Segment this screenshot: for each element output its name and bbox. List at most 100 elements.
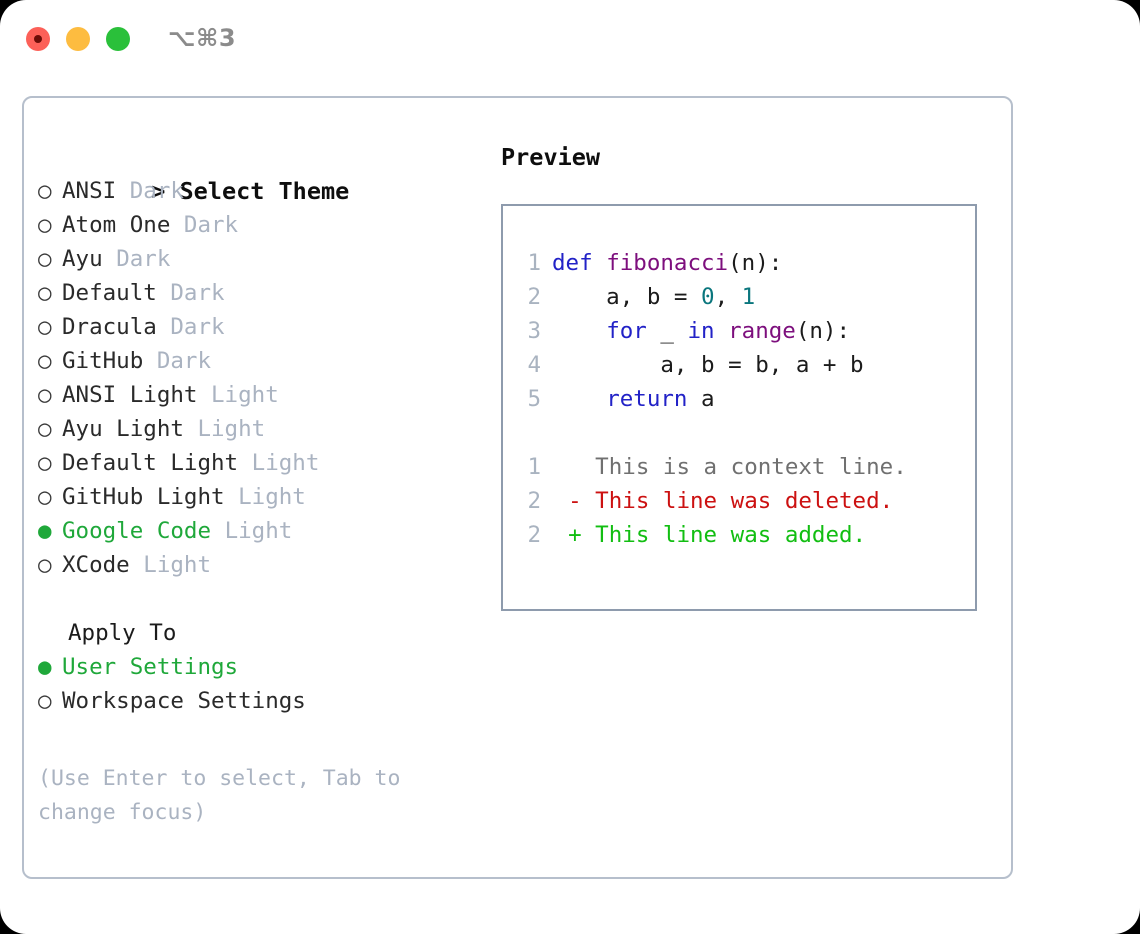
code-token: (n): xyxy=(728,250,783,276)
radio-unselected-icon[interactable]: ○ xyxy=(38,280,52,306)
page-title: Select Theme xyxy=(179,177,350,205)
minimize-window-button[interactable] xyxy=(66,27,90,51)
theme-list-item[interactable]: ○GitHub Light Light xyxy=(38,480,488,514)
space xyxy=(103,246,117,272)
line-number: 1 xyxy=(527,454,541,480)
space xyxy=(143,348,157,374)
radio-unselected-icon[interactable]: ○ xyxy=(38,416,52,442)
code-line: 2 a, b = 0, 1 xyxy=(517,280,967,314)
theme-list-item[interactable]: ○ XCode Light xyxy=(38,548,488,582)
code-token: (n): xyxy=(795,318,851,344)
theme-list-item[interactable]: ○Atom One Dark xyxy=(38,208,488,242)
theme-variant: Light xyxy=(251,450,320,476)
theme-variant: Dark xyxy=(116,246,171,272)
maximize-window-button[interactable] xyxy=(106,27,130,51)
theme-variant: Light xyxy=(224,518,293,544)
code-token: a, b = b, a + b xyxy=(552,352,864,378)
apply-to-label: Apply To xyxy=(68,620,177,646)
diff-line: 2 + This line was added. xyxy=(517,518,967,552)
theme-picker-header: > Select Theme xyxy=(38,140,488,205)
apply-to-item[interactable]: ● User Settings xyxy=(38,650,488,684)
radio-unselected-icon[interactable]: ○ xyxy=(38,246,52,272)
theme-variant: Light xyxy=(211,382,279,408)
radio-unselected-icon[interactable]: ○ xyxy=(38,450,52,476)
window-title: ⌥⌘3 xyxy=(168,24,237,52)
radio-unselected-icon[interactable]: ○ xyxy=(38,212,52,238)
theme-name: Default Light xyxy=(62,450,239,476)
space xyxy=(184,416,198,442)
code-token: range xyxy=(728,318,796,344)
line-number: 5 xyxy=(527,386,541,412)
space xyxy=(225,484,239,510)
space xyxy=(211,518,225,544)
radio-unselected-icon[interactable]: ○ xyxy=(38,382,52,408)
diff-sample: 1 This is a context line.2 - This line w… xyxy=(517,450,967,552)
theme-name: ANSI Light xyxy=(62,382,198,408)
apply-to-option-label: User Settings xyxy=(62,654,239,680)
theme-variant: Light xyxy=(143,552,212,578)
list-spacer xyxy=(38,582,488,616)
theme-list-item[interactable]: ○ANSI Dark xyxy=(38,174,488,208)
apply-to-option-label: Workspace Settings xyxy=(62,688,306,714)
theme-name: Dracula xyxy=(62,314,157,340)
line-number: 3 xyxy=(527,318,541,344)
apply-to-item[interactable]: ○ Workspace Settings xyxy=(38,684,488,718)
diff-line-text: - This line was deleted. xyxy=(541,488,894,514)
diff-line-text: + This line was added. xyxy=(541,522,867,548)
diff-line: 2 - This line was deleted. xyxy=(517,484,967,518)
radio-selected-icon[interactable]: ● xyxy=(38,654,52,680)
theme-list-item[interactable]: ○ Default Light Light xyxy=(38,446,488,480)
code-line: 4 a, b = b, a + b xyxy=(517,348,967,382)
line-number: 2 xyxy=(527,488,541,514)
radio-unselected-icon[interactable]: ○ xyxy=(38,688,52,714)
theme-variant: Dark xyxy=(129,178,184,204)
theme-list-item[interactable]: ○GitHub Dark xyxy=(38,344,488,378)
space xyxy=(238,450,252,476)
preview-title: Preview xyxy=(501,143,601,171)
theme-variant: Dark xyxy=(183,212,239,238)
theme-name: GitHub Light xyxy=(62,484,225,510)
theme-list-item[interactable]: ○Ayu Dark xyxy=(38,242,488,276)
code-token: def xyxy=(552,250,607,276)
code-token: in xyxy=(687,318,715,344)
space xyxy=(197,382,211,408)
line-number: 2 xyxy=(527,522,541,548)
radio-unselected-icon[interactable]: ○ xyxy=(38,178,52,204)
theme-list-item[interactable]: ○Default Dark xyxy=(38,276,488,310)
code-token: a, b = xyxy=(552,284,702,310)
code-token: fibonacci xyxy=(606,250,729,276)
radio-selected-icon[interactable]: ● xyxy=(38,518,52,544)
theme-name: XCode xyxy=(62,552,130,578)
line-number: 4 xyxy=(527,352,541,378)
code-token: 1 xyxy=(741,284,756,310)
title-bar: ⌥⌘3 xyxy=(0,0,1140,78)
code-token: , xyxy=(714,284,742,310)
radio-unselected-icon[interactable]: ○ xyxy=(38,348,52,374)
caret-icon: > xyxy=(151,177,166,205)
theme-list-item[interactable]: ○Dracula Dark xyxy=(38,310,488,344)
theme-list: ○ANSI Dark○Atom One Dark○Ayu Dark○Defaul… xyxy=(38,174,488,582)
theme-list-item[interactable]: ○ ANSI Light Light xyxy=(38,378,488,412)
code-token: _ xyxy=(646,318,688,344)
space xyxy=(157,314,171,340)
diff-line: 1 This is a context line. xyxy=(517,450,967,484)
theme-list-item[interactable]: ● Google Code Light xyxy=(38,514,488,548)
radio-unselected-icon[interactable]: ○ xyxy=(38,552,52,578)
theme-variant: Dark xyxy=(156,348,212,374)
code-token: for xyxy=(606,318,647,344)
keyboard-hint: (Use Enter to select, Tab to change focu… xyxy=(38,766,414,825)
code-token: return xyxy=(606,386,688,412)
diff-line-text: This is a context line. xyxy=(541,454,907,480)
theme-list-item[interactable]: ○Ayu Light Light xyxy=(38,412,488,446)
radio-unselected-icon[interactable]: ○ xyxy=(38,314,52,340)
code-token: 0 xyxy=(701,284,715,310)
space xyxy=(157,280,171,306)
apply-to-list: ● User Settings ○ Workspace Settings xyxy=(38,650,488,718)
radio-unselected-icon[interactable]: ○ xyxy=(38,484,52,510)
theme-name: Google Code xyxy=(62,518,212,544)
